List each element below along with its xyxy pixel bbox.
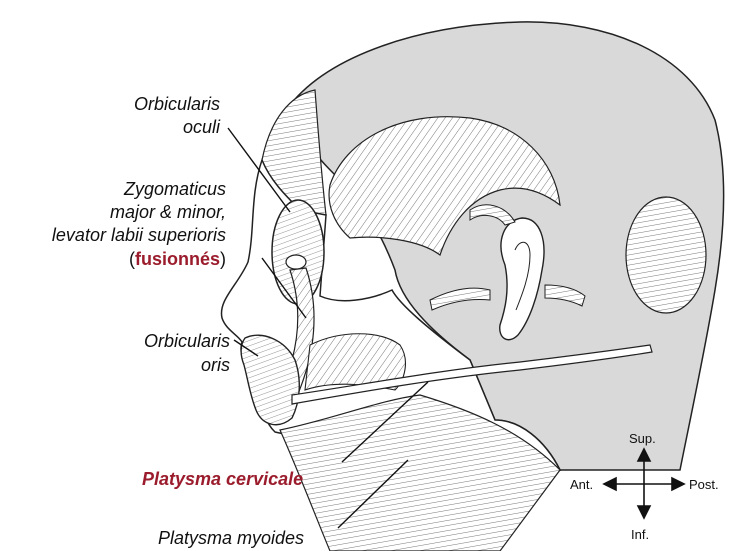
orientation-ant: Ant. bbox=[570, 477, 593, 492]
label-zygomaticus-1: Zygomaticus bbox=[20, 178, 226, 200]
orientation-inf: Inf. bbox=[631, 527, 649, 542]
label-zygomaticus-2: major & minor, bbox=[20, 201, 226, 223]
label-platysma-cervicale: Platysma cervicale bbox=[142, 468, 303, 490]
fusion-close-paren: ) bbox=[220, 249, 226, 269]
fusion-word: fusionnés bbox=[135, 249, 220, 269]
label-zygomaticus-3: levator labii superioris bbox=[4, 224, 226, 246]
label-orbicularis-oris-2: oris bbox=[90, 354, 230, 376]
occipitalis-muscle bbox=[626, 197, 706, 313]
orientation-sup: Sup. bbox=[629, 431, 656, 446]
label-orbicularis-oris-1: Orbicularis bbox=[90, 330, 230, 352]
orientation-post: Post. bbox=[689, 477, 719, 492]
label-orbicularis-oculi-2: oculi bbox=[80, 116, 220, 138]
label-fusion: (fusionnés) bbox=[100, 248, 226, 270]
eye-opening bbox=[286, 255, 306, 269]
label-platysma-myoides: Platysma myoides bbox=[158, 527, 304, 549]
label-orbicularis-oculi-1: Orbicularis bbox=[80, 93, 220, 115]
